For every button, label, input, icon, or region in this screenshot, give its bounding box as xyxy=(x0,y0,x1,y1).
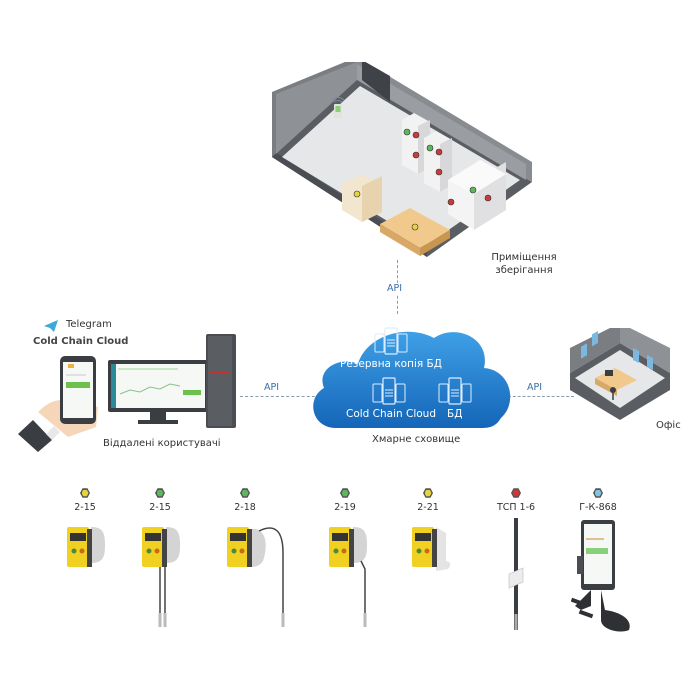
cloud-main-label: Cold Chain Cloud xyxy=(346,408,436,420)
api-label-top: API xyxy=(386,283,404,294)
status-indicator xyxy=(155,488,165,498)
fridge-1 xyxy=(402,113,430,174)
box-stack xyxy=(342,174,382,222)
device-label: 2-15 xyxy=(74,502,96,513)
api-label-left: API xyxy=(264,382,280,393)
status-indicator xyxy=(240,488,250,498)
status-indicator xyxy=(593,488,603,498)
device-2: 2-15 xyxy=(130,488,190,638)
status-indicator xyxy=(511,488,521,498)
api-label-right: API xyxy=(527,382,543,393)
logger-dual-probe-icon xyxy=(142,527,180,627)
storage-room-illustration xyxy=(272,62,532,257)
device-label: Г-К-868 xyxy=(579,502,617,513)
fridge-2 xyxy=(424,131,452,192)
storage-label-line2: зберігання xyxy=(495,265,553,276)
hand-phone-illustration xyxy=(18,356,98,452)
office-illustration xyxy=(570,328,670,420)
status-fill xyxy=(156,489,164,497)
server-icon-backup xyxy=(374,327,408,355)
office-caption: Офіс xyxy=(656,420,681,431)
storage-room-label: Приміщення зберігання xyxy=(484,251,564,277)
logger-icon xyxy=(67,527,105,567)
status-indicator xyxy=(340,488,350,498)
device-label: 2-18 xyxy=(234,502,256,513)
status-fill xyxy=(241,489,249,497)
device-label: ТСП 1-6 xyxy=(496,502,536,513)
logger-single-probe-icon xyxy=(329,527,367,627)
wall-gateway-icon xyxy=(331,97,345,118)
device-label: 2-19 xyxy=(334,502,356,513)
desktop-computer xyxy=(108,334,236,428)
device-7: Г-К-868 xyxy=(565,488,645,638)
pallet xyxy=(380,208,450,256)
status-indicator xyxy=(423,488,433,498)
rod-probe-icon xyxy=(508,518,524,630)
device-6: ТСП 1-6 xyxy=(486,488,546,638)
status-fill xyxy=(594,489,602,497)
status-indicator xyxy=(80,488,90,498)
telegram-icon xyxy=(44,320,58,332)
device-3: 2-18 xyxy=(215,488,295,638)
device-label: 2-15 xyxy=(149,502,171,513)
gateway-tablet-icon xyxy=(571,520,630,632)
telegram-label: Telegram xyxy=(66,319,112,330)
server-icon-db xyxy=(438,377,472,405)
connector-remote-cloud xyxy=(240,396,320,397)
storage-label-line1: Приміщення xyxy=(491,252,557,263)
cloud-db-label: БД xyxy=(447,408,463,420)
status-fill xyxy=(81,489,89,497)
device-5: 2-21 xyxy=(398,488,458,638)
cold-chamber xyxy=(447,160,506,230)
logger-cable-probe-icon xyxy=(227,527,285,627)
remote-users-caption: Віддалені користувачі xyxy=(103,438,221,449)
device-label: 2-21 xyxy=(417,502,439,513)
cloud-caption: Хмарне сховище xyxy=(372,434,461,445)
server-icon-main xyxy=(372,377,406,405)
connector-cloud-office xyxy=(508,396,574,397)
cloud-backup-label: Резервна копія БД xyxy=(340,358,442,370)
device-1: 2-15 xyxy=(55,488,115,638)
cold-chain-app-label: Cold Chain Cloud xyxy=(33,336,129,347)
status-fill xyxy=(424,489,432,497)
status-fill xyxy=(341,489,349,497)
door xyxy=(362,62,390,102)
logger-stand-icon xyxy=(412,527,451,571)
device-4: 2-19 xyxy=(315,488,375,638)
status-fill xyxy=(512,489,520,497)
